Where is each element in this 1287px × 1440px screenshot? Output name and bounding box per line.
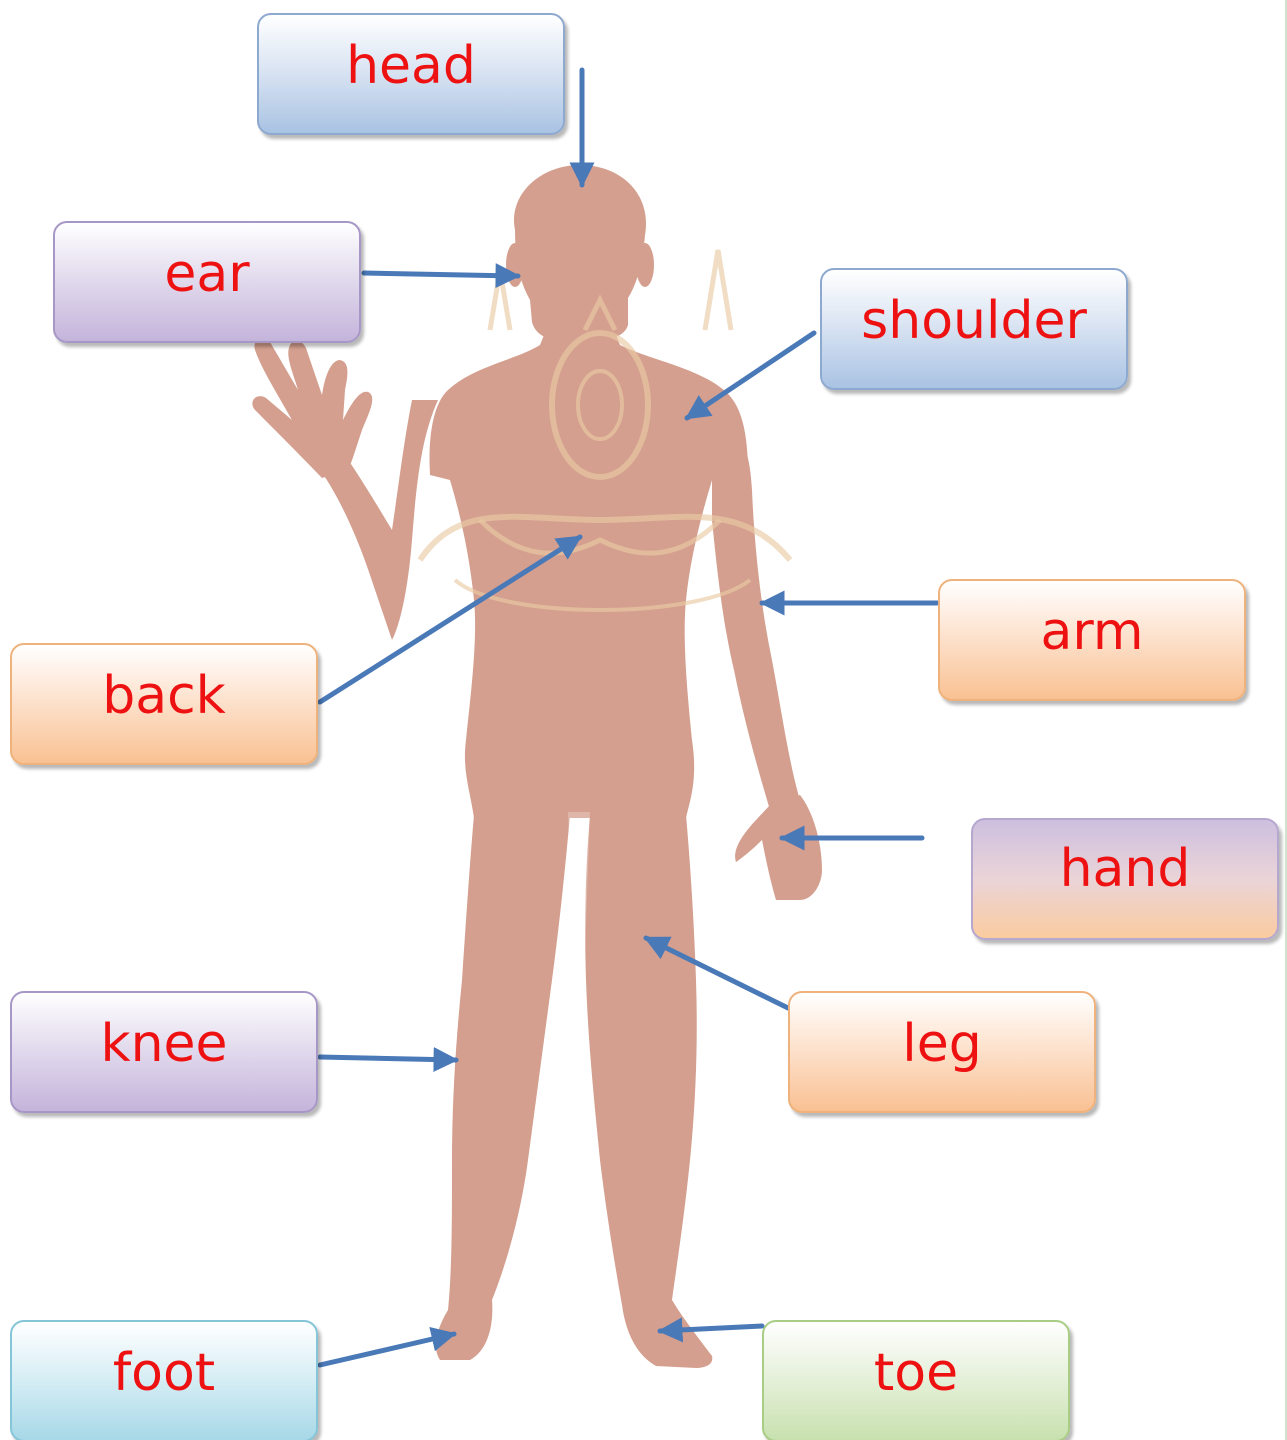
label-ear[interactable]: ear	[53, 221, 361, 343]
arrow-knee	[320, 1057, 456, 1060]
arrow-ear	[364, 273, 518, 276]
body-hand-right	[735, 795, 822, 900]
body-silhouette	[252, 165, 822, 1368]
label-hand[interactable]: hand	[971, 818, 1279, 940]
body-arm-right	[712, 410, 800, 810]
body-hand-left	[252, 338, 372, 478]
label-head[interactable]: head	[257, 13, 565, 135]
arrow-foot	[320, 1334, 454, 1365]
body-torso	[430, 325, 748, 818]
label-back[interactable]: back	[10, 643, 318, 765]
body-ear-left	[506, 243, 524, 287]
body-leg-left	[436, 815, 570, 1360]
label-shoulder[interactable]: shoulder	[820, 268, 1128, 390]
label-arm[interactable]: arm	[938, 579, 1246, 701]
body-ear-right	[636, 243, 654, 287]
body-head	[514, 165, 646, 338]
body-leg-right	[585, 815, 712, 1368]
arrow-shoulder	[687, 333, 814, 418]
label-toe[interactable]: toe	[762, 1320, 1070, 1440]
label-foot[interactable]: foot	[10, 1320, 318, 1440]
label-leg[interactable]: leg	[788, 991, 1096, 1113]
label-knee[interactable]: knee	[10, 991, 318, 1113]
